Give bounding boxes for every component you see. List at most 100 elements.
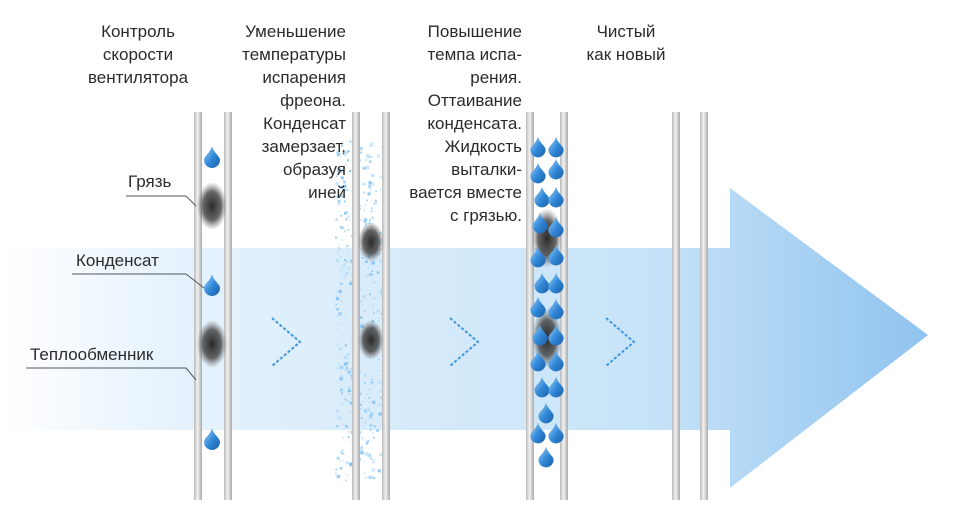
label-line: образуя — [282, 160, 346, 179]
frost-speck — [368, 185, 371, 189]
frost-speck — [363, 220, 366, 223]
frost-speck — [375, 429, 379, 433]
label-line: рения. — [470, 68, 522, 87]
frost-speck — [368, 401, 371, 404]
frost-speck — [342, 180, 347, 184]
water-drop-icon — [548, 244, 564, 266]
frost-speck — [345, 164, 347, 166]
frost-speck — [340, 144, 343, 147]
frost-speck — [335, 409, 339, 413]
frost-speck — [369, 423, 373, 427]
frost-speck — [350, 374, 352, 377]
frost-speck — [379, 389, 382, 393]
frost-speck — [363, 382, 366, 385]
water-drop-icon — [548, 350, 564, 372]
frost-speck — [360, 205, 362, 207]
frost-speck — [344, 184, 347, 187]
frost-speck — [375, 199, 377, 202]
frost-speck — [379, 288, 384, 292]
frost-speck — [371, 448, 374, 450]
frost-speck — [343, 333, 345, 335]
frost-speck — [345, 461, 349, 465]
frost-speck — [341, 268, 344, 271]
frost-speck — [347, 386, 352, 391]
frost-speck — [347, 357, 350, 360]
frost-speck — [337, 247, 341, 250]
frost-speck — [340, 282, 343, 285]
label-line: Контроль — [101, 22, 175, 41]
airflow-arrow — [0, 188, 928, 488]
label-line: Повышение — [427, 22, 522, 41]
frost-speck — [371, 182, 375, 186]
frost-speck — [336, 150, 340, 154]
frost-speck — [363, 420, 367, 425]
frost-speck — [340, 417, 342, 420]
label-line: замерзает, — [261, 137, 346, 156]
callout-line-condensate — [72, 273, 205, 289]
frost-speck — [339, 255, 343, 259]
heat-exchanger-4 — [672, 112, 708, 500]
frost-speck — [335, 195, 338, 199]
frost-speck — [345, 218, 348, 221]
water-drop-icon — [530, 162, 546, 184]
frost-speck — [379, 403, 383, 407]
frost-speck — [339, 226, 341, 228]
frost-speck — [349, 282, 352, 286]
water-drop-icon — [548, 216, 564, 238]
frost-speck — [371, 306, 374, 309]
frost-speck — [379, 322, 381, 324]
frost-speck — [336, 456, 340, 460]
frost-speck — [362, 400, 364, 403]
frost-speck — [369, 142, 374, 146]
frost-speck — [335, 294, 338, 298]
frost-speck — [379, 317, 382, 320]
frost-speck — [346, 362, 349, 365]
label-line: конденсата. — [427, 114, 522, 133]
frost-speck — [345, 150, 349, 154]
frost-speck — [378, 412, 380, 415]
frost-speck — [345, 272, 348, 275]
frost-speck — [368, 397, 371, 400]
frost-speck — [372, 297, 376, 300]
frost-speck — [366, 273, 370, 277]
frost-speck — [336, 308, 339, 311]
frost-speck — [360, 451, 364, 455]
label-line: скорости — [102, 45, 174, 64]
dirt-blob — [358, 320, 384, 360]
frost-speck — [347, 436, 350, 439]
label-line: иней — [308, 183, 346, 202]
label-line: с грязью. — [449, 206, 522, 225]
frost-speck — [346, 400, 350, 404]
water-drop-icon — [548, 422, 564, 444]
frost-speck — [340, 300, 342, 302]
frost-speck — [347, 215, 350, 219]
frost-speck — [341, 459, 344, 462]
frost-speck — [367, 408, 370, 411]
label-raise-rate: Повышение темпа испа- рения. Оттаивание … — [386, 20, 522, 227]
frost-speck — [380, 313, 383, 315]
frost-speck — [368, 181, 372, 185]
frost-speck — [371, 461, 374, 464]
water-drop-icon — [530, 422, 546, 444]
frost-speck — [335, 468, 338, 471]
frost-speck — [348, 411, 350, 413]
frost-speck — [349, 259, 352, 262]
frost-speck — [350, 442, 353, 444]
frost-speck — [373, 477, 376, 480]
frost-speck — [340, 226, 344, 230]
frost-speck — [365, 398, 367, 400]
frost-speck — [343, 362, 347, 366]
water-drop-icon — [530, 246, 546, 268]
frost-speck — [372, 459, 376, 463]
frost-speck — [342, 239, 344, 241]
frost-speck — [345, 425, 348, 428]
water-drop-icon — [548, 298, 564, 320]
frost-speck — [340, 214, 343, 217]
frost-speck — [337, 199, 341, 204]
frost-speck — [349, 280, 353, 284]
frost-speck — [377, 404, 379, 406]
frost-speck — [344, 259, 346, 261]
frost-speck — [360, 322, 364, 326]
frost-speck — [360, 369, 362, 372]
